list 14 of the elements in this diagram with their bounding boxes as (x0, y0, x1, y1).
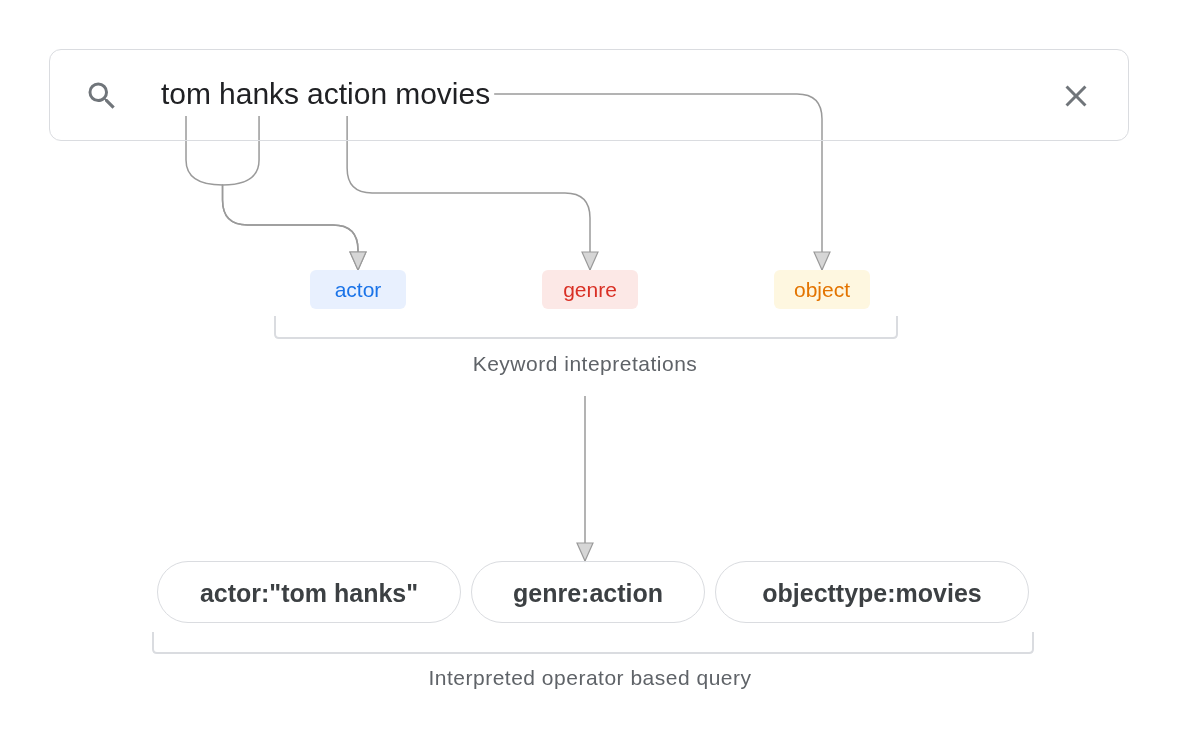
caption-text: Keyword intepretations (385, 352, 785, 376)
tag-chip: genre (542, 270, 638, 309)
tag-chip: object (774, 270, 870, 309)
arrow (221, 115, 367, 271)
search-bar (49, 49, 1129, 141)
caption-text: Interpreted operator based query (427, 666, 753, 690)
arrow (576, 395, 594, 562)
tag-chip: actor (310, 270, 406, 309)
query-word: hanks (219, 76, 300, 112)
query-word: action (307, 76, 388, 112)
arrow (493, 93, 831, 271)
query-word: tom (161, 76, 211, 112)
query-word: movies (395, 76, 491, 112)
arrow (346, 115, 599, 271)
